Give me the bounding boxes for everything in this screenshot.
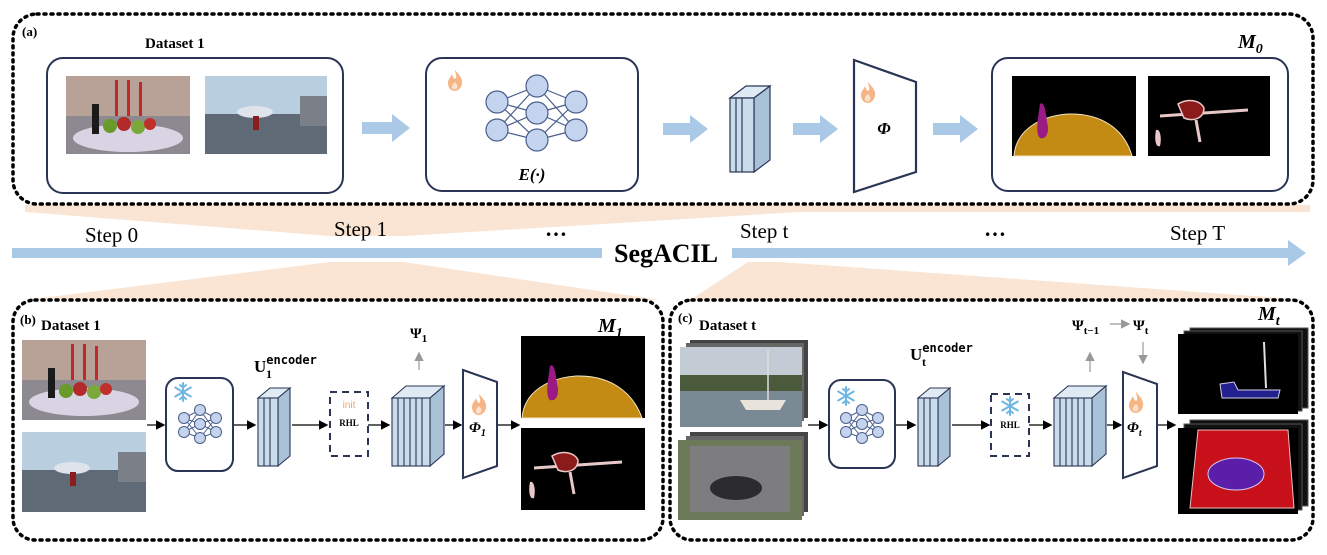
panel-b-rhl-box bbox=[329, 391, 369, 457]
panel-c-model-label: Mt bbox=[1257, 303, 1281, 329]
panel-b-rhl-init: init bbox=[343, 400, 356, 411]
panel-a-mask-bowl bbox=[1012, 76, 1136, 157]
panel-b-frame bbox=[11, 298, 665, 542]
projection-band-stept bbox=[690, 262, 1310, 300]
panel-b-network-icon bbox=[178, 404, 222, 444]
panel-c-rhl-label: RHL bbox=[1000, 420, 1020, 430]
panel-c-encoder-label: Uencoder bbox=[910, 341, 973, 364]
panel-a-image-airport bbox=[205, 76, 327, 154]
projection-band-step1-lower bbox=[25, 262, 660, 300]
panel-a-dataset-title: Dataset 1 bbox=[145, 36, 205, 52]
step-0-label: Step 0 bbox=[85, 223, 138, 247]
panel-c-dataset-title: Dataset t bbox=[699, 318, 756, 334]
step-1-label: Step 1 bbox=[334, 217, 387, 241]
panel-b-rhl-label: RHL bbox=[339, 418, 359, 428]
panel-b-model-label: M1 bbox=[597, 315, 623, 341]
panel-c-mask-boat-stack bbox=[1178, 327, 1309, 414]
panel-a-arrow-1 bbox=[362, 114, 410, 142]
panel-c-head-trapezoid bbox=[1122, 370, 1158, 480]
panel-a-mask-airport bbox=[1148, 76, 1270, 156]
panel-b-psi-label: Ψ1 bbox=[410, 326, 427, 345]
panel-c-encoder-sub: t bbox=[922, 355, 926, 369]
ellipsis-right: … bbox=[984, 216, 1006, 241]
panel-a-label: (a) bbox=[22, 24, 37, 39]
panel-c-image-stack-river bbox=[680, 340, 808, 427]
panel-b-feature-stack bbox=[390, 384, 446, 468]
panel-b-dataset-title: Dataset 1 bbox=[41, 318, 101, 334]
panel-c-head-label: Φt bbox=[1127, 420, 1143, 439]
panel-a-arrow-2 bbox=[663, 115, 708, 143]
panel-c-mask-dog-stack bbox=[1178, 419, 1309, 514]
step-T-label: Step T bbox=[1170, 221, 1225, 245]
panel-a-feature-cube bbox=[728, 84, 772, 174]
panel-a-arrow-4 bbox=[933, 115, 978, 143]
panel-a-frame bbox=[11, 12, 1315, 206]
panel-a-head-label: Φ bbox=[877, 119, 891, 138]
panel-c-label: (c) bbox=[678, 310, 692, 325]
panel-a-network-icon bbox=[485, 74, 588, 152]
panel-b-mask-bowl bbox=[521, 336, 645, 419]
panel-a-image-fruit-bowl bbox=[66, 76, 190, 154]
panel-b-encoder-sub: 1 bbox=[266, 367, 272, 381]
panel-a-model-label: M0 bbox=[1237, 31, 1263, 57]
panel-b-mask-airport bbox=[521, 428, 645, 510]
timeline-arrowhead bbox=[1288, 240, 1306, 266]
panel-c-feature-stack bbox=[1052, 384, 1108, 468]
segacil-title: SegACIL bbox=[614, 239, 718, 268]
panel-b-head-trapezoid bbox=[462, 368, 498, 480]
panel-b-label: (b) bbox=[20, 312, 36, 327]
panel-b-image-fruit-bowl bbox=[22, 340, 146, 420]
panel-c-image-stack-dog bbox=[678, 432, 808, 520]
panel-a-encoder-box bbox=[425, 57, 639, 192]
panel-c-psi-t-label: Ψt bbox=[1133, 318, 1149, 337]
timeline-bar-left bbox=[12, 248, 602, 258]
panel-b-image-airport bbox=[22, 432, 146, 512]
panel-c-frame bbox=[668, 298, 1315, 542]
panel-c-feature-cube bbox=[916, 386, 952, 468]
panel-b-feature-cube bbox=[256, 386, 292, 468]
timeline-bar-right bbox=[732, 248, 1290, 258]
panel-a-arrow-3 bbox=[793, 115, 838, 143]
ellipsis-left: … bbox=[545, 216, 567, 241]
step-t-label: Step t bbox=[740, 219, 789, 243]
panel-c-network-icon bbox=[840, 404, 884, 444]
panel-b-head-label: Φ1 bbox=[469, 420, 486, 439]
projection-band-step1 bbox=[25, 205, 1310, 236]
panel-a-encoder-label: E(·) bbox=[518, 165, 546, 184]
panel-c-psi-prev-label: Ψt−1 bbox=[1072, 318, 1099, 337]
panel-b-encoder-label: Uencoder bbox=[254, 353, 317, 376]
